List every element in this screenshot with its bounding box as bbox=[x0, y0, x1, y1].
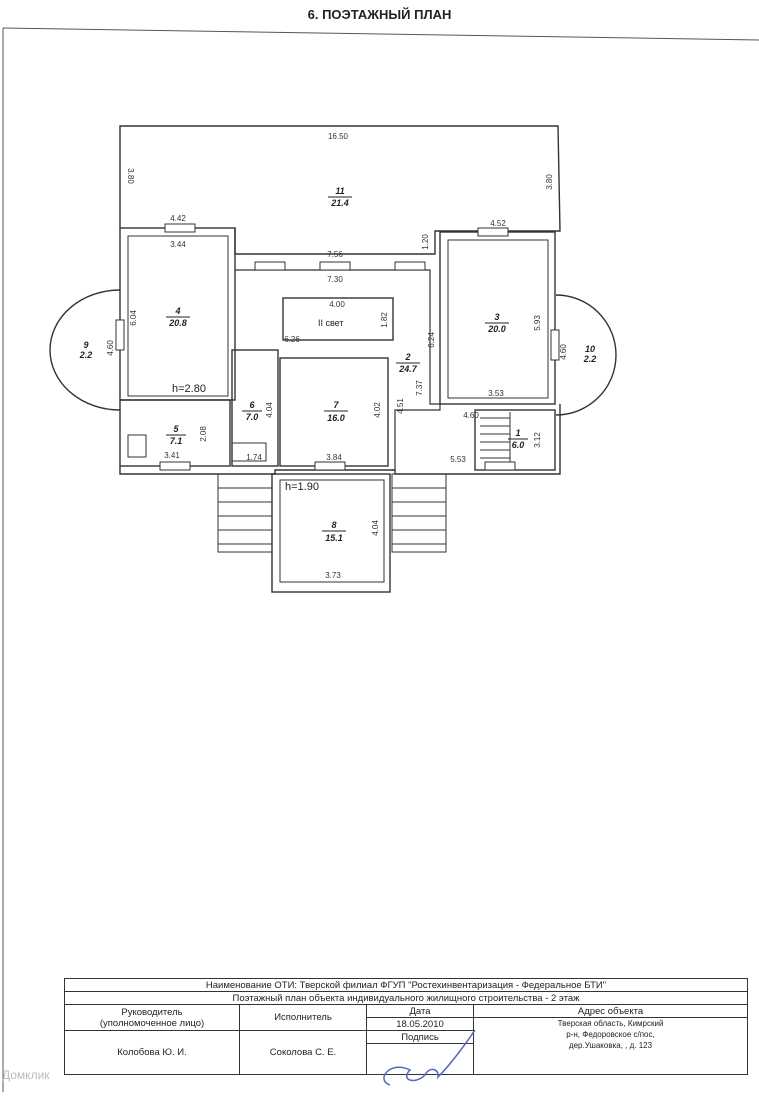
svg-text:8: 8 bbox=[331, 520, 336, 530]
room-8-inner bbox=[279, 479, 385, 583]
svg-text:24.7: 24.7 bbox=[398, 364, 418, 374]
dim-r4-top-outer: 4.42 bbox=[170, 214, 186, 223]
svg-text:21.4: 21.4 bbox=[330, 198, 349, 208]
dim-right-height: 3.80 bbox=[545, 174, 554, 190]
room-label-4: 420.8 bbox=[166, 306, 190, 328]
svg-text:16.0: 16.0 bbox=[327, 413, 345, 423]
room-label-10: 102.2 bbox=[583, 344, 597, 364]
svg-text:3: 3 bbox=[494, 312, 499, 322]
watermark: Домклик bbox=[2, 1068, 50, 1082]
svg-text:10: 10 bbox=[585, 344, 595, 354]
stamp-executor-name: Соколова С. Е. bbox=[239, 1030, 367, 1075]
title-block: Наименование ОТИ: Тверской филиал ФГУП "… bbox=[64, 978, 748, 1092]
bay-9-outline bbox=[49, 289, 121, 411]
dim-r6-bottom: 1.74 bbox=[246, 453, 262, 462]
height-label-1: h=2.80 bbox=[172, 383, 206, 395]
dim-r7-bottom: 3.84 bbox=[326, 453, 342, 462]
stamp-executor-label: Исполнитель bbox=[239, 1004, 367, 1031]
dim-void-width: 4.00 bbox=[329, 300, 345, 309]
bay-10-outline bbox=[555, 294, 617, 416]
svg-text:2.2: 2.2 bbox=[79, 350, 93, 360]
svg-text:20.0: 20.0 bbox=[487, 324, 506, 334]
dim-r8-height: 4.04 bbox=[371, 520, 380, 536]
stamp-object: Поэтажный план объекта индивидуального ж… bbox=[64, 991, 748, 1005]
svg-text:11: 11 bbox=[335, 186, 344, 196]
dim-r3-top: 4.52 bbox=[490, 219, 506, 228]
dim-r2-depth: 6.26 bbox=[284, 335, 300, 344]
dim-r5-height: 2.08 bbox=[199, 426, 208, 442]
room-label-2: 224.7 bbox=[396, 352, 420, 374]
room-label-9: 92.2 bbox=[79, 340, 93, 360]
dim-r8-bottom: 3.73 bbox=[325, 571, 341, 580]
stamp-date-label: Дата bbox=[366, 1004, 474, 1018]
svg-text:7.1: 7.1 bbox=[170, 436, 183, 446]
room-label-1: 16.0 bbox=[508, 428, 528, 450]
stairs-left bbox=[217, 473, 273, 553]
svg-text:15.1: 15.1 bbox=[325, 533, 343, 543]
void-outline bbox=[282, 297, 394, 341]
room-label-6: 67.0 bbox=[242, 400, 262, 422]
svg-text:9: 9 bbox=[83, 340, 88, 350]
dim-r5-bottom: 3.41 bbox=[164, 451, 180, 460]
dim-r3-right-height: 5.93 bbox=[533, 315, 542, 331]
room-4-inner bbox=[127, 235, 229, 397]
stamp-address-value: Тверская область, Кимрский р-н, Федоровс… bbox=[473, 1017, 748, 1075]
stamp-signature-cell bbox=[366, 1043, 474, 1075]
page-title: 6. ПОЭТАЖНЫЙ ПЛАН bbox=[307, 7, 452, 22]
stair-1-steps bbox=[480, 412, 511, 468]
svg-text:1: 1 bbox=[515, 428, 520, 438]
svg-text:5: 5 bbox=[173, 424, 179, 434]
dim-r6-height: 4.04 bbox=[265, 402, 274, 418]
page-frame-top bbox=[2, 27, 759, 41]
dim-r3-bottom: 3.53 bbox=[488, 389, 504, 398]
dim-stair-top: 4.60 bbox=[463, 411, 479, 420]
dim-r3-step: 1.20 bbox=[421, 234, 430, 250]
room-2-outline bbox=[235, 269, 441, 471]
wc-outline bbox=[127, 434, 147, 458]
room-6-outline bbox=[231, 349, 279, 467]
svg-text:7: 7 bbox=[333, 400, 339, 410]
dim-stair-bottom: 5.53 bbox=[450, 455, 466, 464]
bath-outline bbox=[231, 442, 267, 462]
dim-r9-height: 4.60 bbox=[106, 340, 115, 356]
dim-corr-top-outer: 7.56 bbox=[327, 250, 343, 259]
dim-r4-top-inner: 3.44 bbox=[170, 240, 186, 249]
dim-stair-height: 3.12 bbox=[533, 432, 542, 448]
svg-text:2: 2 bbox=[404, 352, 410, 362]
room-label-3: 320.0 bbox=[485, 312, 509, 334]
dim-r4-height: 6.04 bbox=[129, 310, 138, 326]
void-label: II свет bbox=[318, 318, 344, 328]
stairs-right bbox=[391, 473, 447, 553]
dim-r7-height: 4.02 bbox=[373, 402, 382, 418]
room-label-5: 57.1 bbox=[166, 424, 186, 446]
svg-text:7.0: 7.0 bbox=[246, 412, 259, 422]
room-label-7: 716.0 bbox=[324, 400, 348, 423]
svg-text:4: 4 bbox=[174, 306, 180, 316]
dim-r2-height: 7.37 bbox=[415, 380, 424, 396]
windows bbox=[115, 223, 560, 471]
stamp-head-label: Руководитель(уполномоченное лицо) bbox=[64, 1004, 240, 1031]
dim-void-height: 1.82 bbox=[380, 312, 389, 328]
room-3-inner bbox=[447, 239, 549, 399]
stamp-org: Наименование ОТИ: Тверской филиал ФГУП "… bbox=[64, 978, 748, 992]
room-label-8: 815.1 bbox=[322, 520, 346, 543]
dim-r3-left-height: 6.24 bbox=[427, 332, 436, 348]
stamp-head-name: Колобова Ю. И. bbox=[64, 1030, 240, 1075]
svg-text:20.8: 20.8 bbox=[168, 318, 187, 328]
signature-icon bbox=[383, 1029, 476, 1086]
height-label-2: h=1.90 bbox=[285, 481, 319, 493]
svg-text:6: 6 bbox=[249, 400, 255, 410]
dim-top-width: 16.50 bbox=[328, 132, 349, 141]
stamp-address-label: Адрес объекта bbox=[473, 1004, 748, 1018]
room-label-11: 11 21.4 bbox=[328, 186, 352, 208]
dim-corr-top-inner: 7.30 bbox=[327, 275, 343, 284]
dim-r10-height: 4.60 bbox=[559, 344, 568, 360]
svg-text:6.0: 6.0 bbox=[512, 440, 525, 450]
svg-text:2.2: 2.2 bbox=[583, 354, 597, 364]
dim-left-height: 3.80 bbox=[126, 168, 135, 184]
room-7-outline bbox=[279, 357, 389, 467]
dim-r2-lower: 4.51 bbox=[396, 398, 405, 414]
